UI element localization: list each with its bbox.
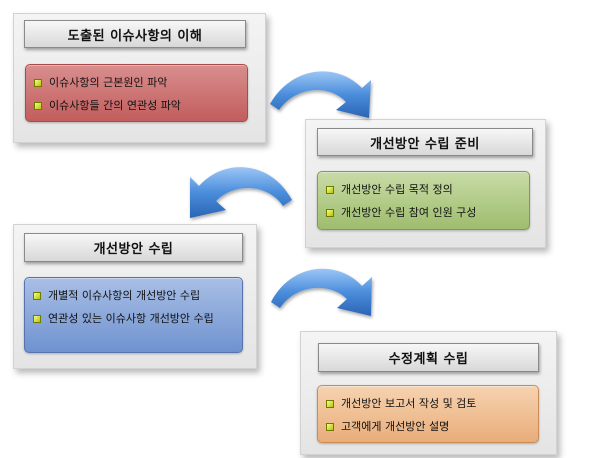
step-3-item-1: 개별적 이슈사항의 개선방안 수립 bbox=[33, 288, 232, 303]
step-4-card: 수정계획 수립 개선방안 보고서 작성 및 검토 고객에게 개선방안 설명 bbox=[300, 331, 557, 455]
step-1-card: 도출된 이슈사항의 이해 이슈사항의 근본원인 파악 이슈사항들 간의 연관성 … bbox=[13, 13, 266, 143]
step-1-title: 도출된 이슈사항의 이해 bbox=[24, 20, 246, 48]
step-4-title: 수정계획 수립 bbox=[318, 343, 539, 372]
arrow-step3-to-step4 bbox=[271, 268, 372, 316]
step-2-card: 개선방안 수립 준비 개선방안 수립 목적 정의 개선방안 수립 참여 인원 구… bbox=[305, 119, 546, 248]
step-2-item-2: 개선방안 수립 참여 인원 구성 bbox=[326, 205, 519, 220]
step-1-item-2-text: 이슈사항들 간의 연관성 파악 bbox=[49, 99, 181, 112]
step-3-item-2: 연관성 있는 이슈사항 개선방안 수립 bbox=[33, 311, 232, 326]
step-3-body: 개별적 이슈사항의 개선방안 수립 연관성 있는 이슈사항 개선방안 수립 bbox=[24, 277, 243, 353]
step-3-title: 개선방안 수립 bbox=[24, 233, 243, 262]
step-3-item-2-text: 연관성 있는 이슈사항 개선방안 수립 bbox=[48, 312, 214, 325]
arrow-step1-to-step2 bbox=[270, 71, 371, 118]
step-2-title: 개선방안 수립 준비 bbox=[317, 128, 533, 156]
step-4-item-1-text: 개선방안 보고서 작성 및 검토 bbox=[341, 397, 477, 410]
step-1-item-2: 이슈사항들 간의 연관성 파악 bbox=[34, 98, 237, 113]
bullet-icon bbox=[326, 423, 334, 431]
step-2-item-2-text: 개선방안 수립 참여 인원 구성 bbox=[341, 206, 477, 219]
step-4-item-2: 고객에게 개선방안 설명 bbox=[326, 419, 528, 434]
step-4-item-1: 개선방안 보고서 작성 및 검토 bbox=[326, 396, 528, 411]
step-3-card: 개선방안 수립 개별적 이슈사항의 개선방안 수립 연관성 있는 이슈사항 개선… bbox=[13, 224, 257, 369]
step-4-item-2-text: 고객에게 개선방안 설명 bbox=[341, 420, 450, 433]
step-2-item-1: 개선방안 수립 목적 정의 bbox=[326, 182, 519, 197]
bullet-icon bbox=[33, 292, 41, 300]
bullet-icon bbox=[33, 315, 41, 323]
bullet-icon bbox=[34, 102, 42, 110]
bullet-icon bbox=[326, 186, 334, 194]
bullet-icon bbox=[326, 209, 334, 217]
step-1-item-1: 이슈사항의 근본원인 파악 bbox=[34, 75, 237, 90]
step-1-body: 이슈사항의 근본원인 파악 이슈사항들 간의 연관성 파악 bbox=[25, 64, 248, 122]
step-2-item-1-text: 개선방안 수립 목적 정의 bbox=[341, 183, 453, 196]
bullet-icon bbox=[326, 400, 334, 408]
step-4-body: 개선방안 보고서 작성 및 검토 고객에게 개선방안 설명 bbox=[317, 385, 539, 443]
bullet-icon bbox=[34, 79, 42, 87]
step-3-item-1-text: 개별적 이슈사항의 개선방안 수립 bbox=[48, 289, 201, 302]
step-1-item-1-text: 이슈사항의 근본원인 파악 bbox=[49, 76, 168, 89]
arrow-step2-to-step3 bbox=[190, 167, 292, 218]
step-2-body: 개선방안 수립 목적 정의 개선방안 수립 참여 인원 구성 bbox=[317, 171, 530, 230]
